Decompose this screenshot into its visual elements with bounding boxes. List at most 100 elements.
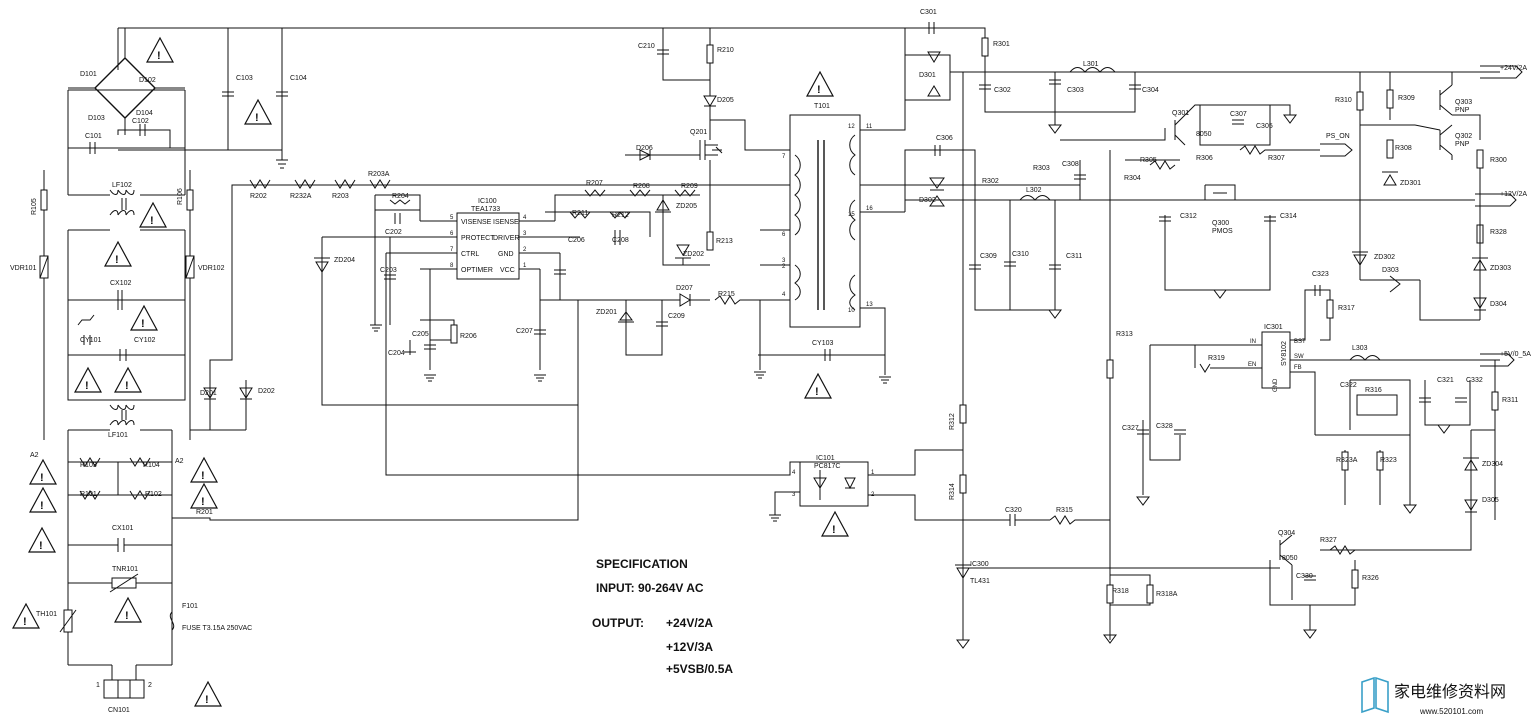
c321-label: C321 bbox=[1437, 377, 1454, 384]
d103-label: D103 bbox=[88, 115, 105, 122]
ic301-pin-en: EN bbox=[1248, 362, 1256, 368]
t101-pin-12: 12 bbox=[848, 124, 855, 130]
cn101-pin1: 1 bbox=[96, 682, 100, 689]
secondary-24v bbox=[904, 22, 1523, 134]
warning-triangle-icon: ! bbox=[189, 482, 219, 509]
c310-label: C310 bbox=[1012, 251, 1029, 258]
c307-label: C307 bbox=[1230, 111, 1247, 118]
r204-label: R204 bbox=[392, 193, 409, 200]
c305-label: C305 bbox=[1256, 123, 1273, 130]
warning-triangle-icon: ! bbox=[103, 240, 133, 267]
c327-label: C327 bbox=[1122, 425, 1139, 432]
svg-text:!: ! bbox=[125, 380, 129, 392]
t101-pin-13: 13 bbox=[866, 302, 873, 308]
t101-pin-15: 15 bbox=[848, 212, 855, 218]
ic301-body bbox=[1261, 331, 1291, 389]
t101-pin-4: 4 bbox=[782, 292, 786, 298]
ic100-pin-driver: DRIVER bbox=[493, 235, 519, 242]
svg-text:!: ! bbox=[201, 496, 205, 508]
cn101-pin2: 2 bbox=[148, 682, 152, 689]
r201-label: R201 bbox=[196, 509, 213, 516]
d301-label: D301 bbox=[919, 72, 936, 79]
c306-label: C306 bbox=[936, 135, 953, 142]
svg-text:!: ! bbox=[255, 112, 259, 124]
c101-label: C101 bbox=[85, 133, 102, 140]
q303-type: PNP bbox=[1455, 107, 1470, 114]
warning-triangle-icon: ! bbox=[113, 366, 143, 393]
component-labels: D101 D102 D103 D104 C101 C102 C103 C104 … bbox=[10, 9, 1518, 714]
spec-output-24v: +24V/2A bbox=[666, 616, 713, 630]
svg-text:!: ! bbox=[201, 470, 205, 482]
ic301-part: SY8102 bbox=[1281, 341, 1288, 366]
lf101-label: LF101 bbox=[108, 432, 128, 439]
fuse-rating-label: FUSE T3.15A 250VAC bbox=[182, 625, 252, 632]
svg-text:!: ! bbox=[23, 616, 27, 628]
c102-label: C102 bbox=[132, 118, 149, 125]
c205-label: C205 bbox=[412, 331, 429, 338]
c308-label: C308 bbox=[1062, 161, 1079, 168]
q300-type: PMOS bbox=[1212, 228, 1233, 235]
q301-label: Q301 bbox=[1172, 110, 1189, 117]
q303-label: Q303 bbox=[1455, 99, 1472, 106]
warning-triangle-icon: ! bbox=[145, 36, 175, 63]
spec-output-5vsb: +5VSB/0.5A bbox=[666, 662, 733, 676]
c104-label: C104 bbox=[290, 75, 307, 82]
c206-label: C206 bbox=[568, 237, 585, 244]
d102-label: D102 bbox=[139, 77, 156, 84]
ic300-part: TL431 bbox=[970, 578, 990, 585]
q301-type: 8050 bbox=[1196, 131, 1212, 138]
c207-label: C207 bbox=[516, 328, 533, 335]
ic101-pin-3: 3 bbox=[792, 492, 796, 498]
a2-left-label: A2 bbox=[30, 452, 39, 459]
svg-text:!: ! bbox=[832, 524, 836, 536]
ps-on-label: PS_ON bbox=[1326, 133, 1350, 140]
t101-ref: T101 bbox=[814, 103, 830, 110]
warning-triangle-icon: ! bbox=[189, 456, 219, 483]
warning-triangle-icon: ! bbox=[138, 201, 168, 228]
t101-pin-10: 10 bbox=[848, 308, 855, 314]
c302-label: C302 bbox=[994, 87, 1011, 94]
r326-label: R326 bbox=[1362, 575, 1379, 582]
d304-label: D304 bbox=[1490, 301, 1507, 308]
r319-label: R319 bbox=[1208, 355, 1225, 362]
c320-label: C320 bbox=[1005, 507, 1022, 514]
c332-label: C332 bbox=[1466, 377, 1483, 384]
warning-triangle-icon: ! bbox=[113, 596, 143, 623]
d305-label: D305 bbox=[1482, 497, 1499, 504]
ic101-body bbox=[799, 461, 869, 507]
r101-label: R101 bbox=[80, 491, 97, 498]
d302-label: D302 bbox=[919, 197, 936, 204]
r105-label: R105 bbox=[31, 198, 38, 215]
r323a-label: R323A bbox=[1336, 457, 1358, 464]
zd304-label: ZD304 bbox=[1482, 461, 1503, 468]
l303-label: L303 bbox=[1352, 345, 1368, 352]
q300-label: Q300 bbox=[1212, 220, 1229, 227]
lf102-label: LF102 bbox=[112, 182, 132, 189]
ic100-part: TEA1733 bbox=[471, 206, 500, 213]
t101-pin-7: 7 bbox=[782, 154, 786, 160]
r203a-label: R203A bbox=[368, 171, 390, 178]
vdr101-label: VDR101 bbox=[10, 265, 37, 272]
t101-pin-16: 16 bbox=[866, 206, 873, 212]
l301-label: L301 bbox=[1083, 61, 1099, 68]
warning-triangle-icon: ! bbox=[803, 372, 833, 399]
ic100-pin-isense: ISENSE bbox=[493, 219, 519, 226]
r203-label: R203 bbox=[332, 193, 349, 200]
watermark-title: 家电维修资料网 bbox=[1394, 683, 1506, 701]
ic100-num-8: 8 bbox=[450, 263, 454, 269]
d201-label: D201 bbox=[200, 390, 217, 397]
secondary-12v bbox=[904, 104, 1517, 330]
r323-label: R323 bbox=[1380, 457, 1397, 464]
r311-label: R311 bbox=[1502, 397, 1518, 404]
ic101-part: PC817C bbox=[814, 463, 840, 470]
zd302-label: ZD302 bbox=[1374, 254, 1395, 261]
spec-output-12v: +12V/3A bbox=[666, 640, 713, 654]
r313-label: R313 bbox=[1116, 331, 1133, 338]
spec-input: INPUT: 90-264V AC bbox=[596, 581, 704, 595]
r301-label: R301 bbox=[993, 41, 1010, 48]
r202-label: R202 bbox=[250, 193, 267, 200]
r318-label: R318 bbox=[1112, 588, 1129, 595]
warning-triangles: ! ! ! ! ! ! ! ! ! ! ! ! ! ! ! ! ! ! bbox=[11, 36, 850, 707]
q201-label: Q201 bbox=[690, 129, 707, 136]
svg-text:!: ! bbox=[157, 50, 161, 62]
